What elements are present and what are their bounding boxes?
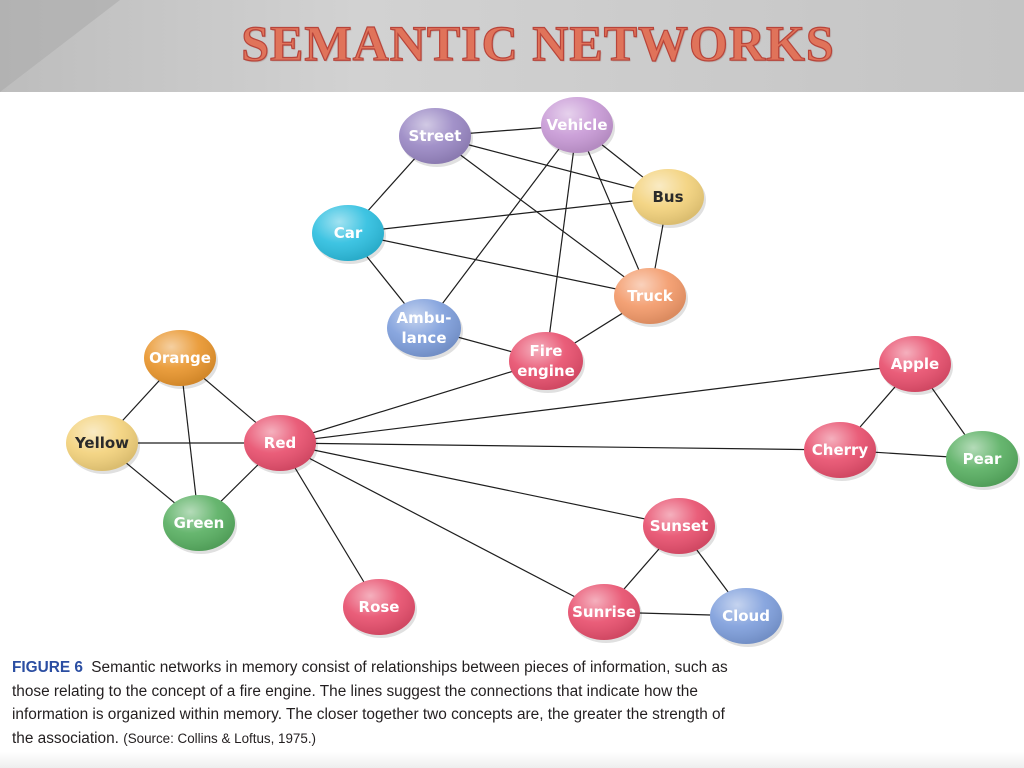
node-label-line: Bus <box>652 188 683 206</box>
node-vehicle: Vehicle <box>541 97 615 156</box>
node-label-line: Sunrise <box>572 603 636 621</box>
caption-text: Semantic networks in memory consist of r… <box>12 659 728 747</box>
node-label-line: Cherry <box>812 441 869 459</box>
node-gloss <box>710 588 782 644</box>
figure-label: FIGURE 6 <box>12 659 83 676</box>
node-label-line: Street <box>409 127 462 145</box>
node-gloss <box>614 268 686 324</box>
edge-vehicle-fireengine <box>545 124 578 362</box>
node-label: Sunrise <box>572 603 636 621</box>
caption-source: (Source: Collins & Loftus, 1975.) <box>123 730 317 746</box>
node-label-line: Cloud <box>722 607 770 625</box>
node-bus: Bus <box>632 169 706 228</box>
node-label: Rose <box>359 598 400 616</box>
node-label-line: Yellow <box>74 434 129 452</box>
node-label-line: Ambu- <box>397 309 452 327</box>
node-ambulance: Ambu-lance <box>387 299 463 360</box>
node-gloss <box>66 415 138 471</box>
node-orange: Orange <box>144 330 218 389</box>
node-label-line: Pear <box>963 450 1002 468</box>
edge-car-truck <box>347 232 651 297</box>
slide-title: SEMANTIC NETWORKS <box>241 14 835 71</box>
node-sunrise: Sunrise <box>568 584 642 643</box>
node-pear: Pear <box>946 431 1020 490</box>
node-label: Truck <box>627 287 674 305</box>
node-label-line: lance <box>401 329 446 347</box>
banner-gradient <box>0 0 1024 92</box>
node-gloss <box>632 169 704 225</box>
figure-caption: FIGURE 6 Semantic networks in memory con… <box>12 656 742 750</box>
node-label-line: Sunset <box>650 517 708 535</box>
node-gloss <box>144 330 216 386</box>
edge-vehicle-truck <box>576 124 651 297</box>
edge-red-sunset <box>279 442 680 527</box>
node-gloss <box>879 336 951 392</box>
node-gloss <box>541 97 613 153</box>
node-label: Yellow <box>74 434 129 452</box>
node-label-line: Red <box>264 434 296 452</box>
node-label-line: Fire <box>530 342 563 360</box>
node-label: Bus <box>652 188 683 206</box>
node-label-line: Car <box>334 224 363 242</box>
node-sunset: Sunset <box>643 498 717 557</box>
edge-vehicle-ambulance <box>423 124 578 329</box>
node-yellow: Yellow <box>66 415 140 474</box>
node-label: Vehicle <box>547 116 608 134</box>
node-label: Fire engine <box>517 342 575 380</box>
node-gloss <box>343 579 415 635</box>
edge-red-cherry <box>279 442 841 451</box>
node-label-line: Orange <box>149 349 211 367</box>
edge-red-rose <box>279 442 380 608</box>
node-label: Apple <box>891 355 939 373</box>
node-gloss <box>244 415 316 471</box>
edge-red-sunrise <box>279 442 605 613</box>
banner-corner-wedge <box>0 0 120 92</box>
node-cloud: Cloud <box>710 588 784 647</box>
node-gloss <box>399 108 471 164</box>
node-gloss <box>163 495 235 551</box>
node-label-line: engine <box>517 362 575 380</box>
node-gloss <box>946 431 1018 487</box>
title-banner <box>0 0 1024 92</box>
node-label: Green <box>174 514 225 532</box>
node-label: Pear <box>963 450 1002 468</box>
node-label: Red <box>264 434 296 452</box>
node-label: Sunset <box>650 517 708 535</box>
node-label: Orange <box>149 349 211 367</box>
node-gloss <box>387 299 461 357</box>
node-label: Cloud <box>722 607 770 625</box>
node-red: Red <box>244 415 318 474</box>
node-car: Car <box>312 205 386 264</box>
node-rose: Rose <box>343 579 417 638</box>
node-label-line: Truck <box>627 287 674 305</box>
node-cherry: Cherry <box>804 422 878 481</box>
node-gloss <box>804 422 876 478</box>
node-truck: Truck <box>614 268 688 327</box>
node-label: Ambu-lance <box>397 309 452 347</box>
node-gloss <box>509 332 583 390</box>
node-label-line: Green <box>174 514 225 532</box>
node-green: Green <box>163 495 237 554</box>
node-label-line: Rose <box>359 598 400 616</box>
node-label-line: Apple <box>891 355 939 373</box>
edge-fireengine-red <box>279 360 547 444</box>
edge-street-bus <box>434 135 669 198</box>
node-fireengine: Fire engine <box>509 332 585 393</box>
node-gloss <box>568 584 640 640</box>
node-label-line: Vehicle <box>547 116 608 134</box>
node-apple: Apple <box>879 336 953 395</box>
node-label: Cherry <box>812 441 869 459</box>
edge-red-apple <box>279 363 916 444</box>
node-label: Car <box>334 224 363 242</box>
node-street: Street <box>399 108 473 167</box>
node-gloss <box>643 498 715 554</box>
edge-car-bus <box>347 196 669 234</box>
node-label: Street <box>409 127 462 145</box>
edge-street-truck <box>434 135 651 297</box>
node-gloss <box>312 205 384 261</box>
footer-bar <box>0 752 1024 768</box>
